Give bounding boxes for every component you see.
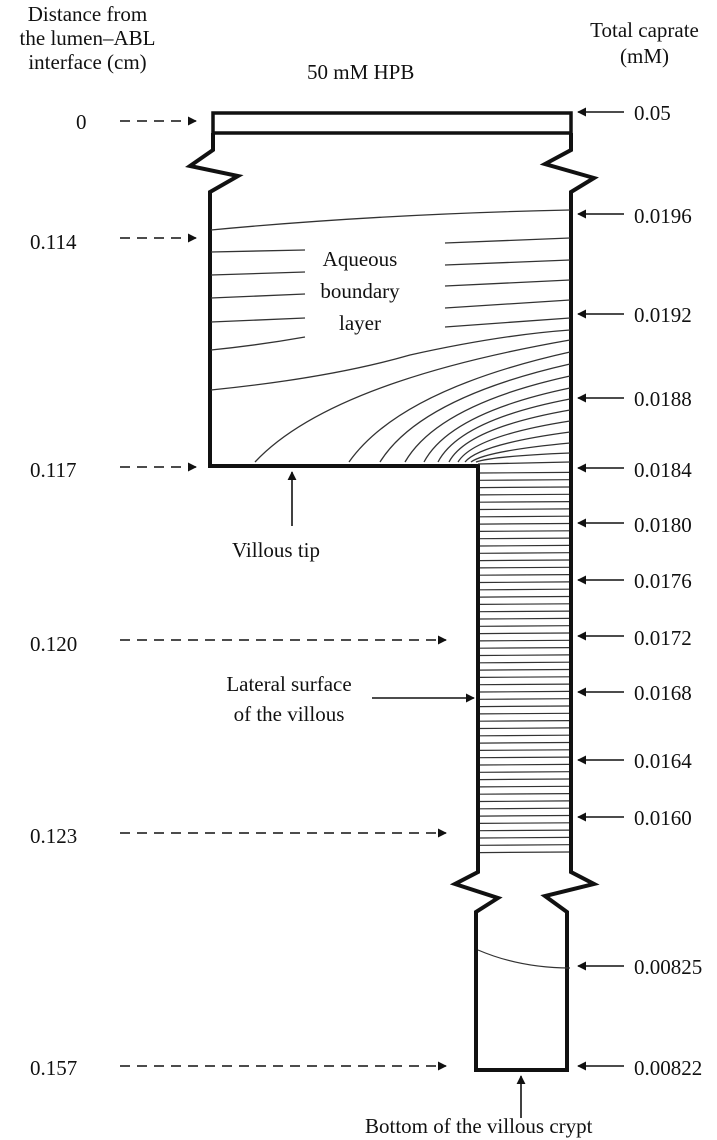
right-axis-label-line-1: Total caprate bbox=[590, 18, 699, 42]
lateral-contour-line bbox=[479, 814, 570, 817]
left-axis-label-line-1: Distance from bbox=[27, 2, 148, 26]
distance-label: 0.157 bbox=[30, 1056, 78, 1080]
caprate-label: 0.0176 bbox=[634, 569, 692, 593]
lateral-contour-line bbox=[479, 792, 570, 795]
lateral-contour-line bbox=[479, 676, 570, 679]
lateral-contour-line bbox=[479, 573, 570, 576]
lateral-contour-line bbox=[479, 749, 570, 752]
domain-outline bbox=[185, 111, 600, 1072]
lateral-contour-line bbox=[479, 479, 570, 481]
lateral-contour-line bbox=[479, 771, 570, 773]
lateral-contour-line bbox=[479, 581, 570, 584]
distance-label: 0.117 bbox=[30, 458, 77, 482]
lateral-contour-line bbox=[479, 756, 570, 759]
lateral-contour-line bbox=[479, 646, 570, 649]
lateral-contour-line bbox=[479, 501, 570, 503]
caprate-label: 0.0192 bbox=[634, 303, 692, 327]
lateral-contour-line bbox=[479, 566, 570, 569]
lateral-contour-line bbox=[479, 515, 570, 518]
lateral-contour-line bbox=[479, 844, 570, 846]
caprate-label: 0.0184 bbox=[634, 458, 692, 482]
lateral-contour-line bbox=[479, 471, 570, 474]
lateral-contour-line bbox=[479, 807, 570, 810]
abl-label-line-1: Aqueous bbox=[322, 247, 398, 271]
lateral-contour-line bbox=[479, 836, 570, 839]
concentration-contour-crypt bbox=[477, 949, 571, 969]
lateral-contour-line bbox=[479, 544, 570, 547]
caprate-label: 0.0168 bbox=[634, 681, 692, 705]
lateral-contour-line bbox=[479, 654, 570, 657]
lateral-contour-line bbox=[479, 698, 570, 700]
condition-label: 50 mM HPB bbox=[307, 60, 415, 84]
villous-tip-label: Villous tip bbox=[232, 538, 320, 562]
left-axis-label-line-2: the lumen–ABL bbox=[19, 26, 156, 50]
caprate-label: 0.0164 bbox=[634, 749, 692, 773]
crypt-bottom-label: Bottom of the villous crypt bbox=[365, 1114, 593, 1138]
distance-label: 0 bbox=[76, 110, 87, 134]
distance-arrows bbox=[120, 116, 447, 1071]
lateral-contour-line bbox=[479, 508, 570, 511]
left-axis-label-line-3: interface (cm) bbox=[28, 50, 147, 74]
caprate-label: 0.00822 bbox=[634, 1056, 703, 1080]
lateral-contour-line bbox=[479, 595, 570, 598]
lateral-contour-line bbox=[479, 763, 570, 766]
lateral-contour-line bbox=[479, 851, 570, 854]
lateral-contour-line bbox=[479, 661, 570, 664]
right-axis-label-line-2: (mM) bbox=[620, 44, 669, 68]
lateral-contour-line bbox=[479, 610, 570, 613]
lateral-contour-line bbox=[479, 822, 570, 825]
caprate-label: 0.0188 bbox=[634, 387, 692, 411]
distance-label: 0.120 bbox=[30, 632, 78, 656]
caprate-label: 0.0180 bbox=[634, 513, 692, 537]
lateral-contour-line bbox=[479, 668, 570, 671]
caprate-label: 0.0196 bbox=[634, 204, 692, 228]
caprate-label: 0.0160 bbox=[634, 806, 692, 830]
lateral-surface-label-line-2: of the villous bbox=[233, 702, 345, 726]
lateral-contour-line bbox=[479, 617, 570, 620]
caprate-label: 0.05 bbox=[634, 101, 671, 125]
concentration-contours-abl bbox=[210, 209, 571, 465]
lateral-contour-line bbox=[479, 603, 570, 606]
lateral-contour-line bbox=[479, 741, 570, 744]
caprate-label: 0.00825 bbox=[634, 955, 703, 979]
abl-label-line-2: boundary bbox=[320, 279, 400, 303]
lateral-contour-line bbox=[479, 712, 570, 715]
lateral-contour-line bbox=[479, 559, 570, 562]
lateral-contour-line bbox=[479, 530, 570, 533]
lateral-contour-line bbox=[479, 829, 570, 832]
lateral-contour-line bbox=[479, 727, 570, 730]
lateral-contour-line bbox=[479, 588, 570, 591]
lateral-contour-line bbox=[479, 486, 570, 489]
lateral-contour-line bbox=[479, 683, 570, 686]
lateral-contour-line bbox=[479, 719, 570, 722]
lateral-contour-line bbox=[479, 800, 570, 803]
lateral-contour-line bbox=[479, 705, 570, 708]
lateral-contour-line bbox=[479, 552, 570, 554]
abl-label-line-3: layer bbox=[339, 311, 381, 335]
lateral-contour-line bbox=[479, 522, 570, 525]
lateral-surface-label-line-1: Lateral surface bbox=[226, 672, 352, 696]
distance-label: 0.123 bbox=[30, 824, 78, 848]
lateral-contour-line bbox=[479, 493, 570, 496]
caprate-label: 0.0172 bbox=[634, 626, 692, 650]
caprate-arrows bbox=[577, 107, 624, 1071]
lateral-contour-line bbox=[479, 537, 570, 540]
lateral-contour-line bbox=[479, 690, 570, 693]
lateral-contour-line bbox=[479, 639, 570, 642]
concentration-contours-lateral bbox=[479, 471, 570, 854]
lateral-contour-line bbox=[479, 734, 570, 737]
lateral-contour-line bbox=[479, 632, 570, 635]
distance-label: 0.114 bbox=[30, 230, 77, 254]
lateral-contour-line bbox=[479, 625, 570, 627]
lateral-contour-line bbox=[479, 778, 570, 781]
lateral-contour-line bbox=[479, 785, 570, 788]
